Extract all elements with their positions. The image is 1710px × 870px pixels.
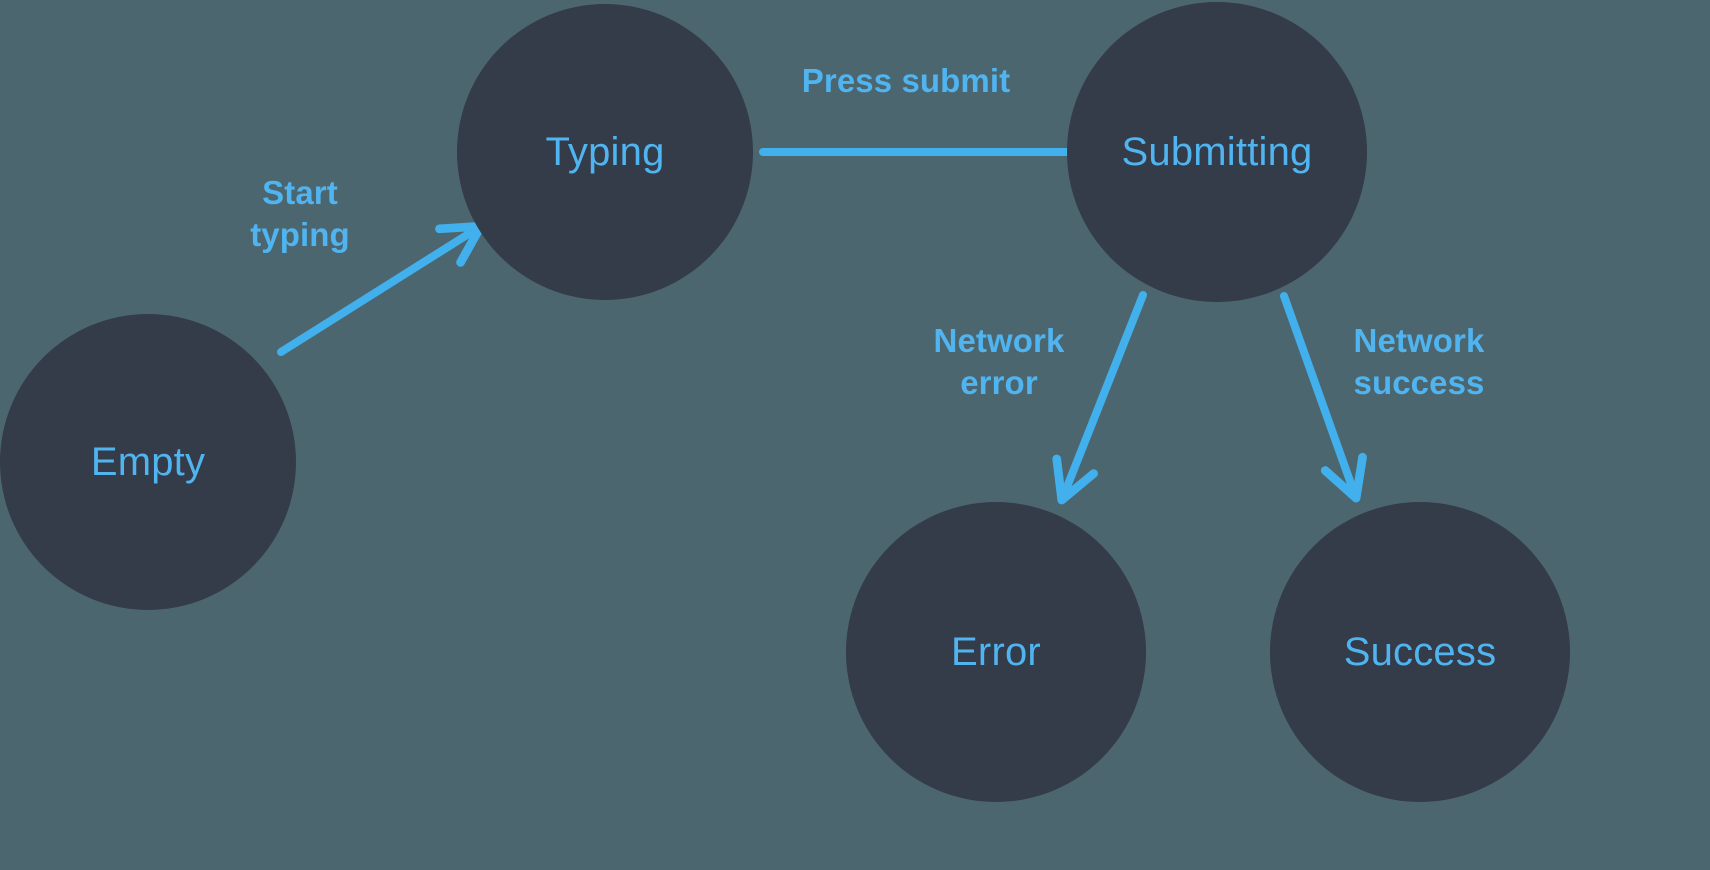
state-label-submitting: Submitting xyxy=(1121,130,1313,174)
state-node-success[interactable]: Success xyxy=(1270,502,1570,802)
edge-label-network-error: Network error xyxy=(933,322,1065,402)
edge-label-network-success: Network success xyxy=(1353,322,1485,402)
state-node-empty[interactable]: Empty xyxy=(0,314,296,610)
edge-label-start-typing: Start typing xyxy=(250,174,350,254)
edge-label-press-submit: Press submit xyxy=(801,62,1011,99)
state-label-empty: Empty xyxy=(90,440,206,484)
state-label-typing: Typing xyxy=(545,130,665,174)
state-node-error[interactable]: Error xyxy=(846,502,1146,802)
state-label-error: Error xyxy=(951,630,1041,674)
state-node-typing[interactable]: Typing xyxy=(457,4,753,300)
state-node-submitting[interactable]: Submitting xyxy=(1067,2,1367,302)
state-label-success: Success xyxy=(1343,630,1497,674)
